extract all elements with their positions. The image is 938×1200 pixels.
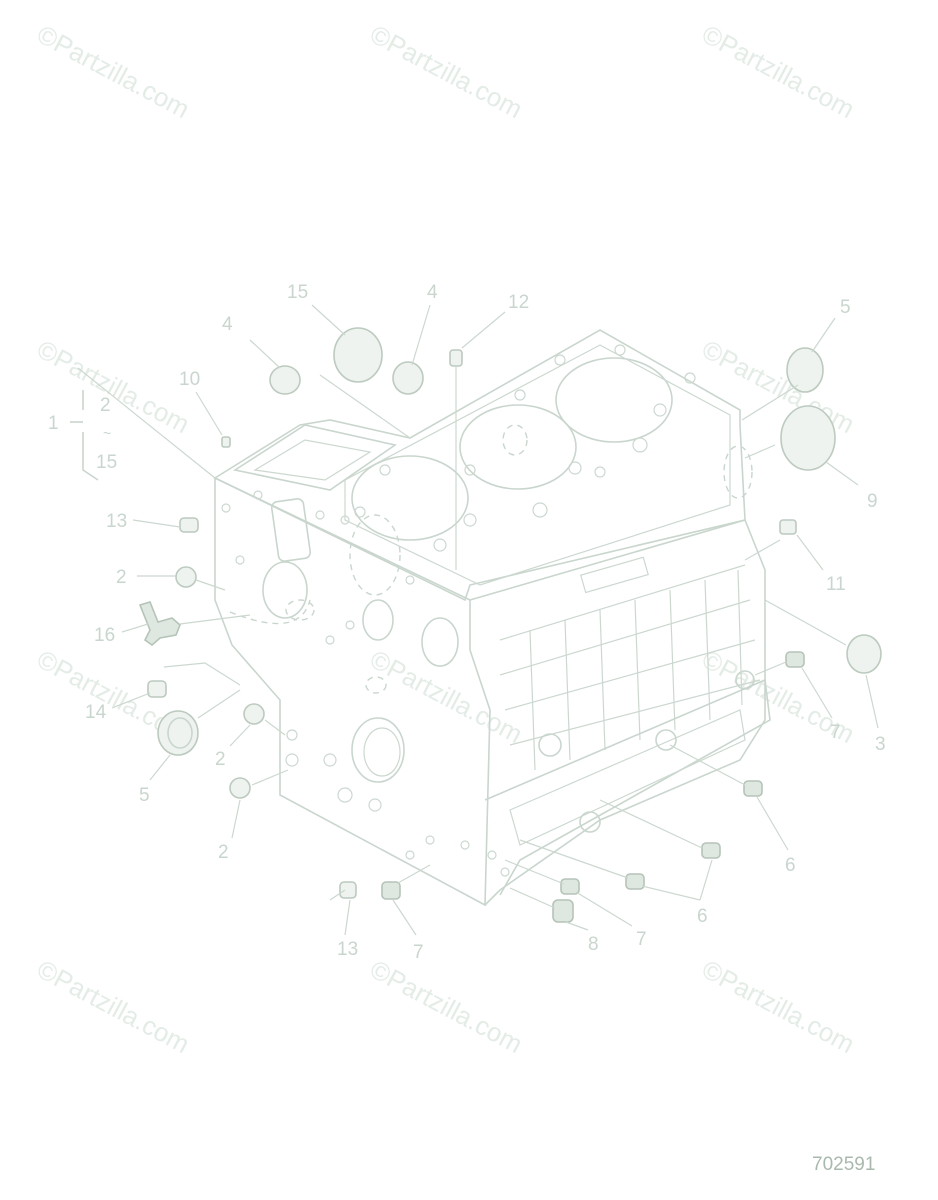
plug-8 — [552, 899, 574, 923]
hidden-line — [349, 514, 401, 596]
watermark: ©Partzilla.com — [697, 19, 859, 124]
watermark: ©Partzilla.com — [697, 954, 859, 1059]
watermark: ©Partzilla.com — [32, 19, 194, 124]
callout-label: 8 — [588, 934, 599, 955]
bearing-boss — [538, 733, 562, 757]
front-window — [270, 498, 312, 562]
callout-label: 13 — [106, 511, 127, 532]
callout-label: 6 — [785, 855, 796, 876]
plug-5a — [786, 347, 824, 393]
plug-6c — [625, 873, 645, 890]
callout-label: 4 — [222, 314, 233, 335]
deck-outline — [344, 344, 731, 586]
callout-label: 11 — [826, 574, 846, 595]
callout-label: 7 — [413, 942, 424, 963]
callout-label: 7 — [830, 722, 841, 743]
top-flange-inner — [253, 439, 372, 481]
watermark: ©Partzilla.com — [32, 954, 194, 1059]
cylinder-bore — [555, 357, 673, 443]
callout-label: 7 — [636, 929, 647, 950]
cylinder-block — [213, 329, 771, 907]
plug-6a — [743, 780, 763, 797]
callout-label: 2 — [218, 842, 229, 863]
front-bore — [421, 617, 459, 667]
hidden-line — [229, 599, 311, 625]
kit-range-mark: ~ — [103, 425, 111, 441]
plug-7a — [785, 651, 805, 668]
pin-10 — [221, 436, 231, 448]
plug-4a — [269, 365, 301, 395]
hidden-line — [723, 445, 753, 499]
pin-14 — [147, 680, 167, 698]
callout-labels: 15 4 4 12 5 10 9 13 2 11 16 3 14 7 2 5 6… — [85, 282, 886, 963]
watermark: ©Partzilla.com — [697, 334, 859, 439]
front-bore — [262, 561, 308, 619]
hidden-line — [365, 676, 387, 694]
cylinder-bore — [351, 455, 469, 541]
lower-crankcase-rail — [509, 709, 746, 846]
leader-lines — [111, 304, 879, 936]
callout-label: 2 — [215, 749, 226, 770]
callout-label: 2 — [116, 567, 127, 588]
kit-range-start: 2 — [100, 395, 111, 416]
crank-bore-inner — [363, 727, 401, 777]
callout-label: 15 — [287, 282, 308, 303]
front-bore — [362, 599, 394, 641]
callout-label: 5 — [139, 785, 150, 806]
kit-number: 1 — [48, 413, 59, 434]
drain-cock-16 — [138, 601, 181, 647]
cylinder-bore — [459, 404, 577, 490]
front-holes — [221, 490, 510, 877]
callout-label: 13 — [337, 939, 358, 960]
plug-6b — [701, 842, 721, 859]
callout-label: 6 — [697, 906, 708, 927]
plug-7c — [381, 881, 401, 900]
watermarks: ©Partzilla.com ©Partzilla.com ©Partzilla… — [32, 19, 859, 1059]
plug-15 — [333, 327, 383, 383]
bearing-boss — [655, 729, 677, 751]
watermark: ©Partzilla.com — [365, 644, 527, 749]
seal-5b-inner — [167, 717, 193, 749]
plug-2a — [175, 566, 197, 588]
pin-11 — [779, 519, 797, 535]
kit-range-end: 15 — [96, 452, 117, 473]
callout-label: 5 — [840, 297, 851, 318]
watermark: ©Partzilla.com — [365, 19, 527, 124]
pin-13a — [179, 517, 199, 533]
plug-9 — [780, 405, 836, 471]
callout-label: 4 — [427, 282, 438, 303]
pin-12 — [449, 349, 463, 367]
pin-13b — [339, 881, 357, 899]
bearing-boss — [735, 670, 755, 690]
callout-label: 14 — [85, 702, 107, 723]
kit-bracket: 1 2 ~ 15 — [48, 367, 216, 481]
callout-label: 3 — [875, 734, 886, 755]
block-top-deck — [213, 329, 746, 602]
deck-holes — [354, 344, 696, 552]
plug-4b — [392, 361, 424, 395]
hidden-line — [502, 424, 528, 456]
callout-label: 10 — [179, 369, 200, 390]
figure-number: 702591 — [812, 1154, 875, 1175]
seal-3 — [846, 634, 882, 674]
callout-label: 12 — [508, 292, 529, 313]
plug-2b — [243, 703, 265, 725]
crank-bore — [351, 717, 405, 783]
block-front-face — [214, 476, 491, 907]
watermark: ©Partzilla.com — [365, 954, 527, 1059]
bearing-boss — [579, 811, 601, 833]
lower-crankcase — [484, 678, 771, 896]
plug-2c — [229, 777, 251, 799]
callout-label: 16 — [94, 625, 115, 646]
loose-parts — [138, 327, 882, 923]
hidden-line — [285, 599, 315, 621]
plug-7b — [560, 878, 580, 895]
side-ribs — [499, 556, 761, 771]
top-flange — [232, 424, 397, 491]
callout-label: 9 — [867, 491, 878, 512]
block-side-face — [469, 519, 766, 906]
